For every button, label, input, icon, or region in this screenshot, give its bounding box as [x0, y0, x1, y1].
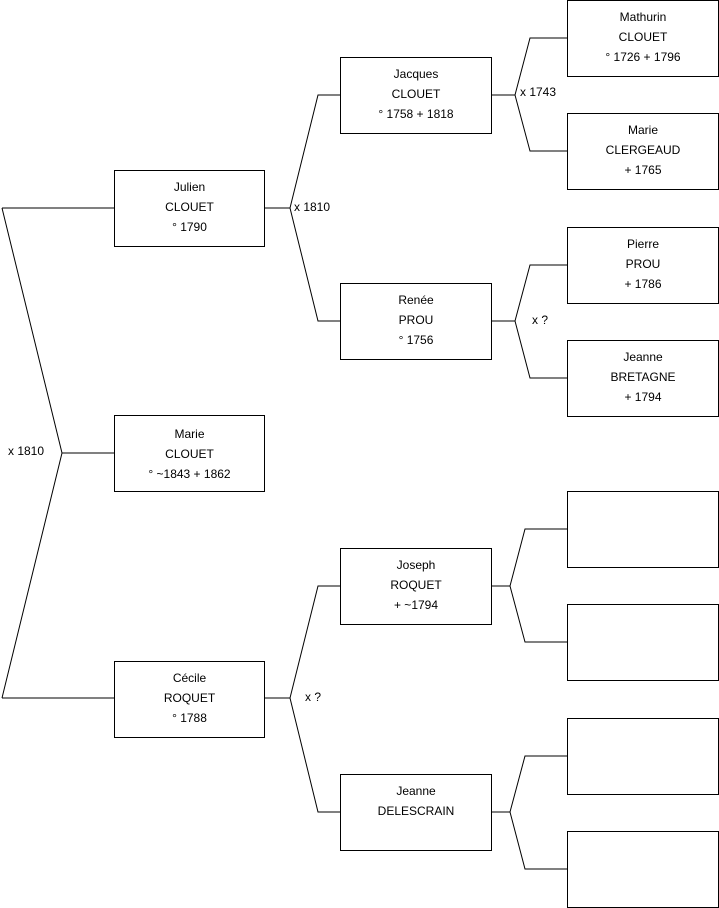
marriage-label-parents: x 1810 — [8, 444, 45, 458]
person-surname: CLERGEAUD — [605, 143, 681, 157]
marriage-label-ggp-2: x ? — [532, 313, 549, 327]
person-surname: ROQUET — [390, 578, 442, 592]
person-dates: + 1765 — [624, 163, 662, 177]
person-surname: PROU — [398, 313, 434, 327]
marriage-label-ggp-1: x 1743 — [520, 85, 557, 99]
person-dates: ° 1726 + 1796 — [605, 50, 681, 64]
person-ggf-1[interactable]: Mathurin CLOUET ° 1726 + 1796 — [567, 0, 719, 77]
person-mat-grandmother[interactable]: Jeanne DELESCRAIN — [340, 774, 492, 851]
person-surname: CLOUET — [391, 87, 441, 101]
person-pat-grandmother[interactable]: Renée PROU ° 1756 — [340, 283, 492, 360]
connector-ggp-2 — [514, 264, 567, 379]
person-given-name: Jeanne — [623, 350, 663, 364]
person-given-name: Joseph — [396, 558, 436, 572]
connector-paternal — [289, 94, 340, 322]
person-ggm-1[interactable]: Marie CLERGEAUD + 1765 — [567, 113, 719, 190]
person-dates: ° ~1843 + 1862 — [148, 467, 231, 481]
person-dates: ° 1788 — [172, 711, 207, 725]
person-dates: + 1786 — [624, 277, 662, 291]
person-dates: + ~1794 — [393, 598, 439, 612]
person-mother[interactable]: Cécile ROQUET ° 1788 — [114, 661, 265, 738]
person-surname: CLOUET — [165, 200, 214, 214]
person-given-name: Jacques — [393, 67, 439, 81]
person-given-name: Jeanne — [396, 784, 436, 798]
person-dates: ° 1790 — [172, 220, 207, 234]
marriage-label-paternal: x 1810 — [294, 200, 331, 214]
person-dates: ° 1756 — [398, 333, 434, 347]
person-father[interactable]: Julien CLOUET ° 1790 — [114, 170, 265, 247]
person-ggf-4[interactable] — [567, 718, 719, 795]
person-subject[interactable]: Marie CLOUET ° ~1843 + 1862 — [114, 415, 265, 492]
person-given-name: Marie — [627, 123, 658, 137]
person-ggm-3[interactable] — [567, 604, 719, 681]
connector-ggp-3 — [509, 528, 567, 643]
person-mat-grandfather[interactable]: Joseph ROQUET + ~1794 — [340, 548, 492, 625]
person-surname: CLOUET — [618, 30, 668, 44]
person-dates: ° 1758 + 1818 — [378, 107, 454, 121]
person-ggf-2[interactable]: Pierre PROU + 1786 — [567, 227, 719, 304]
person-given-name: Renée — [398, 293, 434, 307]
connector-maternal — [289, 585, 340, 813]
person-surname: CLOUET — [165, 447, 214, 461]
person-ggm-4[interactable] — [567, 831, 719, 908]
person-given-name: Pierre — [626, 237, 659, 251]
person-surname: BRETAGNE — [610, 370, 676, 384]
person-surname: DELESCRAIN — [377, 804, 455, 818]
person-given-name: Cécile — [172, 671, 207, 685]
person-surname: PROU — [625, 257, 661, 271]
person-ggm-2[interactable]: Jeanne BRETAGNE + 1794 — [567, 340, 719, 417]
person-ggf-3[interactable] — [567, 491, 719, 568]
person-surname: ROQUET — [163, 691, 216, 705]
connector-ggp-4 — [509, 755, 567, 870]
connector-ggp-1 — [514, 37, 567, 152]
person-pat-grandfather[interactable]: Jacques CLOUET ° 1758 + 1818 — [340, 57, 492, 134]
marriage-label-maternal: x ? — [305, 690, 322, 704]
person-given-name: Marie — [174, 427, 205, 441]
person-given-name: Mathurin — [619, 10, 667, 24]
person-dates: + 1794 — [624, 390, 662, 404]
person-given-name: Julien — [173, 180, 206, 194]
